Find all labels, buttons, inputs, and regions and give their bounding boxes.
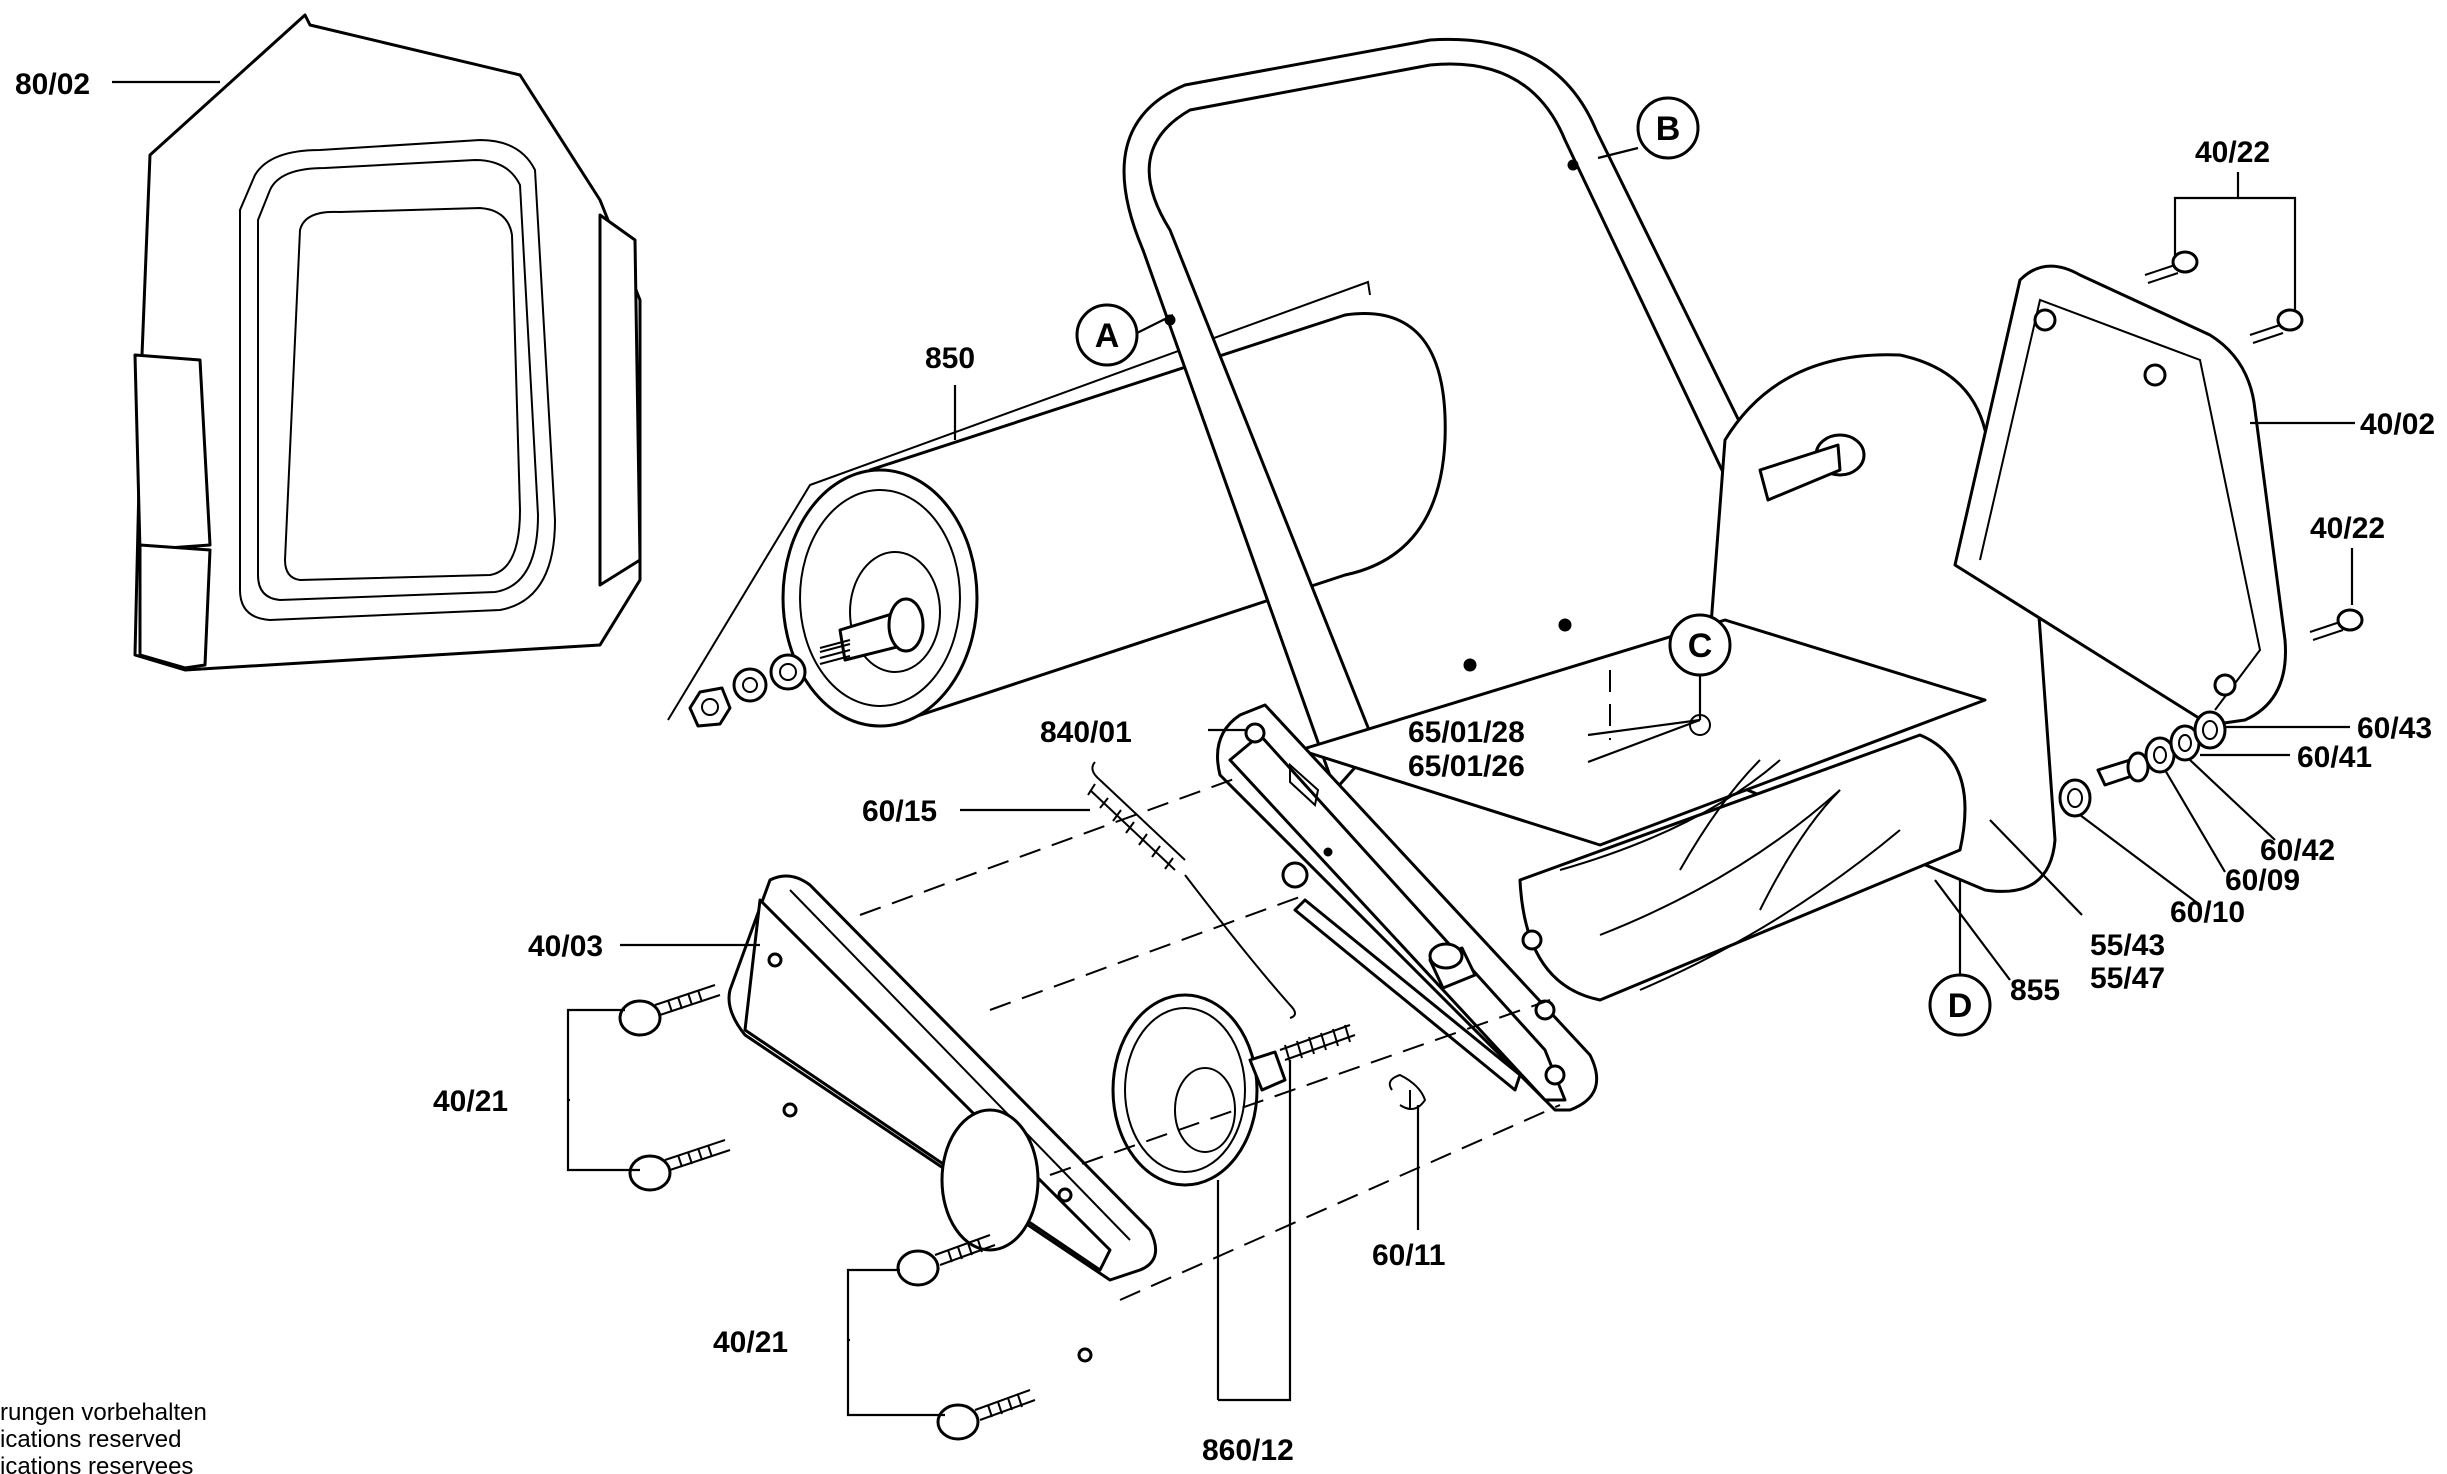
label-40-21-upper: 40/21 (433, 1085, 508, 1118)
callout-b-label: B (1656, 110, 1681, 148)
callout-c-label: C (1688, 627, 1713, 665)
side-cover-right-part (1953, 264, 2287, 727)
notice-line-1: rungen vorbehalten (0, 1399, 207, 1426)
label-60-41: 60/41 (2297, 741, 2372, 774)
bolt-40-21-b (628, 1139, 731, 1192)
bolt-40-21-d (936, 1389, 1036, 1441)
screw-40-22-c (2309, 608, 2364, 641)
bushing-part (1428, 942, 1477, 990)
label-855: 855 (2010, 974, 2060, 1007)
label-55-47: 55/47 (2090, 962, 2165, 995)
label-860-12: 860/12 (1202, 1434, 1294, 1467)
callout-c: C (1668, 613, 1732, 677)
compression-spring-part (1279, 1024, 1356, 1063)
label-60-09: 60/09 (2225, 864, 2300, 897)
label-840-01: 840/01 (1040, 716, 1132, 749)
label-40-03: 40/03 (528, 930, 603, 963)
label-60-10: 60/10 (2170, 896, 2245, 929)
main-housing-part (1298, 353, 2057, 893)
label-850: 850 (925, 342, 975, 375)
notice-line-2: ications reserved (0, 1426, 181, 1453)
rear-roller-part (667, 280, 1447, 728)
assembly-guidelines (859, 670, 1611, 1301)
side-cover-left-part (727, 874, 1158, 1363)
side-plate-part (1216, 703, 1599, 1112)
label-80-02: 80/02 (15, 68, 90, 101)
callout-d: D (1928, 973, 1992, 1037)
label-60-42: 60/42 (2260, 834, 2335, 867)
screw-40-22-a (2144, 250, 2199, 284)
washer-stack (2058, 710, 2227, 818)
wheel-part (1111, 993, 1287, 1187)
label-40-21-lower: 40/21 (713, 1326, 788, 1359)
leader-lines (112, 80, 2355, 1417)
label-40-02: 40/02 (2360, 408, 2435, 441)
callout-b: B (1636, 96, 1700, 160)
callout-a-label: A (1095, 317, 1120, 355)
label-60-43: 60/43 (2357, 712, 2432, 745)
callout-d-label: D (1948, 987, 1973, 1025)
label-55-43: 55/43 (2090, 929, 2165, 962)
tension-spring-part (1087, 761, 1296, 1019)
label-60-11: 60/11 (1372, 1239, 1445, 1272)
bolt-40-21-a (618, 984, 721, 1037)
label-60-15: 60/15 (862, 795, 937, 828)
label-65-01-28: 65/01/28 (1408, 716, 1525, 749)
screw-40-22-b (2249, 308, 2304, 344)
notice-line-3: ications reservees (0, 1453, 193, 1474)
torsion-spring-part (1388, 1073, 1427, 1110)
grass-box-part (133, 13, 642, 672)
bolt-40-21-c (896, 1234, 996, 1287)
label-65-01-26: 65/01/26 (1408, 750, 1525, 783)
label-40-22-top: 40/22 (2195, 136, 2270, 169)
label-40-22-right: 40/22 (2310, 512, 2385, 545)
callout-a: A (1075, 303, 1139, 367)
